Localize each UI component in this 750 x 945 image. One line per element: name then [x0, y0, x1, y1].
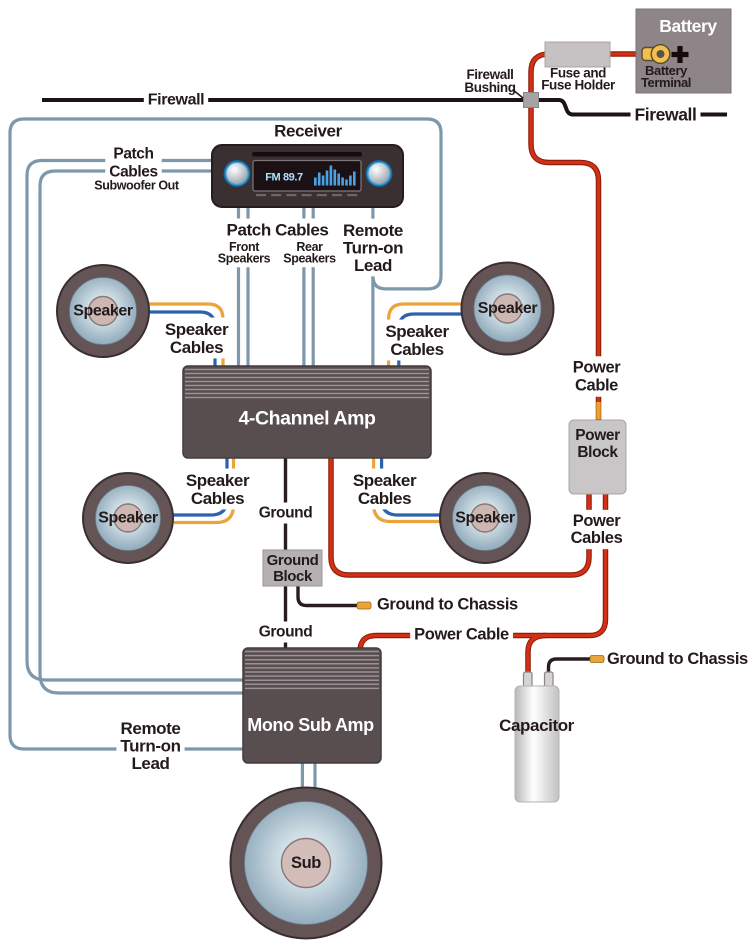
- knob-face: [225, 161, 249, 186]
- label-power-cable-horizontal: Power Cable: [414, 626, 509, 644]
- subwoofer: [229, 786, 383, 940]
- receiver: FM 89.7: [211, 144, 404, 208]
- label-mask: [630, 102, 701, 127]
- remote-turn-on-lead-loop: [8, 117, 443, 751]
- four-channel-amp: [182, 365, 432, 459]
- label-mask: [254, 621, 317, 643]
- speaker-dust-cap: [492, 293, 523, 324]
- speaker-mid-left: [82, 472, 174, 564]
- speaker-dust-cap: [87, 295, 119, 327]
- speaker-top-right: [460, 261, 555, 356]
- firewall-line: [42, 98, 727, 117]
- label-battery: Battery: [659, 16, 717, 36]
- plus-terminal-icon: [671, 46, 689, 63]
- ground-to-chassis-wire-capacitor: [546, 657, 591, 673]
- label-mask: [568, 356, 626, 397]
- subwoofer-dust-cap: [280, 837, 332, 889]
- battery: [635, 8, 732, 94]
- amp-body: [242, 647, 382, 764]
- label-speaker-mid-left: Speaker: [98, 510, 158, 527]
- label-mask: [181, 468, 254, 510]
- label-mask: [338, 218, 408, 277]
- speaker-dust-cap: [470, 503, 500, 533]
- label-firewall-left: Firewall: [148, 92, 204, 109]
- knob-face: [367, 161, 391, 186]
- fuse-holder: [544, 41, 611, 68]
- label-mask: [213, 237, 275, 268]
- label-patch-cables-bottom: Patch Cables: [227, 221, 329, 240]
- subwoofer-patch-cable-lower: [38, 169, 243, 695]
- label-mask: [410, 623, 514, 646]
- bushing-pointer-line: [511, 88, 524, 99]
- label-mask: [279, 237, 341, 268]
- mono-sub-amp: [242, 647, 382, 764]
- capacitor-body: [514, 685, 560, 803]
- subwoofer-patch-cable-upper: [25, 158, 243, 682]
- label-mask: [90, 176, 184, 195]
- speaker-mid-right: [439, 472, 531, 564]
- speaker-top-left: [56, 264, 150, 358]
- label-ground-to-chassis-right: Ground to Chassis: [607, 650, 748, 668]
- label-subwoofer-out: Subwoofer Out: [94, 179, 180, 193]
- label-ground-upper: Ground: [259, 505, 313, 522]
- label-four-channel-amp: 4-Channel Amp: [238, 408, 376, 430]
- volume-knob-left: [223, 160, 251, 187]
- tuning-knob-right: [365, 160, 393, 187]
- speaker-wire-yellow-top-right: [387, 302, 465, 366]
- chassis-connector-tip-right: [589, 655, 605, 663]
- amp-heatsink-fins: [245, 650, 379, 690]
- label-ground-to-chassis-left: Ground to Chassis: [377, 596, 518, 614]
- label-capacitor: Capacitor: [499, 716, 575, 735]
- label-speaker-top-left: Speaker: [73, 303, 133, 320]
- bushing-square: [523, 92, 539, 108]
- amp-heatsink-fins: [185, 368, 429, 399]
- cd-slot: [252, 152, 362, 157]
- speaker-dust-cap: [113, 503, 143, 533]
- label-mono-sub-amp: Mono Sub Amp: [247, 715, 374, 735]
- label-mask: [105, 143, 162, 182]
- label-mask: [160, 317, 233, 359]
- chassis-connector-tip-left: [356, 601, 372, 610]
- label-mask: [116, 716, 185, 775]
- label-mask: [222, 218, 333, 242]
- label-ground-lower: Ground: [259, 624, 313, 641]
- label-speaker-top-right: Speaker: [478, 300, 538, 317]
- ground-block: [262, 549, 323, 587]
- receiver-buttons: [256, 194, 358, 197]
- label-speaker-mid-right: Speaker: [455, 510, 515, 527]
- label-mask: [348, 468, 421, 510]
- label-mask: [143, 89, 209, 111]
- label-sub: Sub: [291, 854, 321, 872]
- label-mask: [566, 509, 627, 550]
- ground-to-chassis-wire-left: [296, 584, 358, 608]
- firewall-bushing: [511, 88, 539, 108]
- battery-terminal-lug: [641, 44, 671, 65]
- label-firewall-right: Firewall: [635, 105, 697, 125]
- label-receiver: Receiver: [274, 122, 342, 141]
- display-frequency: FM 89.7: [265, 172, 303, 184]
- label-mask: [381, 319, 454, 361]
- lug-hole: [656, 50, 665, 58]
- label-mask: [254, 502, 317, 524]
- capacitor: [514, 671, 560, 803]
- equalizer-bars: [314, 165, 356, 186]
- power-block: [568, 419, 627, 495]
